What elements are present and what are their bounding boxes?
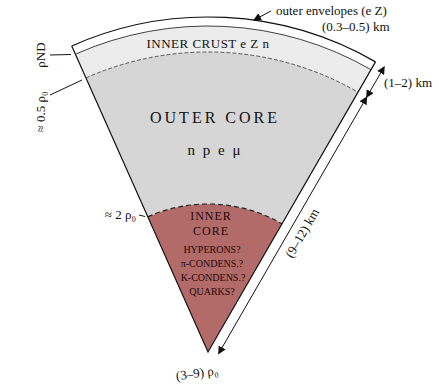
layer-name: OUTER CORE [150, 110, 280, 126]
particle-list-anchor: n p e μ [188, 143, 243, 158]
layer-name-anchor: OUTER CORE [150, 110, 280, 126]
phase-candidate-anchor: QUARKS? [189, 287, 235, 297]
layer-label: outer envelopes (e Z) [276, 4, 387, 17]
particle-list: n p e μ [188, 143, 243, 158]
wedge-edge [72, 46, 376, 352]
leader-arrow [254, 11, 271, 20]
density-label-anchor: ≈ 2 ρ₀ [105, 208, 136, 221]
density-label: ≈ 2 ρ₀ [105, 208, 136, 221]
phase-candidate-anchor: HYPERONS? [183, 245, 240, 255]
band-shape [84, 51, 359, 225]
layer-name: INNER CORE [183, 209, 239, 239]
leader-line [50, 80, 82, 95]
phase-candidate: HYPERONS? [183, 245, 240, 255]
dimension-label-anchor: (0.3–0.5) km [322, 20, 390, 33]
density-label-anchor: ≈ 0.5 ρ₀ [34, 92, 47, 133]
layer-name: INNER CRUST e Z n [146, 37, 269, 50]
dimension-label: (1–2) km [384, 76, 432, 89]
density-label: (3–9) ρ₀ [175, 364, 219, 383]
density-label: ≈ 0.5 ρ₀ [34, 92, 47, 133]
band-fill [86, 52, 358, 224]
layer-label-anchor: outer envelopes (e Z) [276, 4, 387, 17]
dimension-label: (0.3–0.5) km [322, 20, 390, 33]
leader-line [50, 54, 71, 56]
phase-candidate: π-CONDENS.? [181, 259, 244, 269]
leader-line [139, 215, 145, 217]
inner-core-boundary-arc [148, 204, 282, 224]
dimension-line [219, 97, 367, 353]
layer-name-anchor: INNER CORE [183, 209, 239, 239]
density-label-anchor: ρND [34, 42, 47, 67]
density-label: ρND [34, 42, 47, 67]
phase-candidate-anchor: K-CONDENS.? [181, 273, 246, 283]
phase-candidate: QUARKS? [189, 287, 235, 297]
crust-boundary-arc [86, 52, 358, 92]
phase-candidate: K-CONDENS.? [181, 273, 246, 283]
phase-candidate-anchor: π-CONDENS.? [181, 259, 244, 269]
outer-core-band: OUTER CORE n p e μ [84, 51, 359, 225]
dimension-label-anchor: (1–2) km [384, 76, 432, 89]
density-label-anchor: (3–9) ρ₀ [175, 364, 219, 383]
envelope-boundary-arc [75, 26, 371, 70]
dimension-line [367, 67, 385, 97]
layer-name-anchor: INNER CRUST e Z n [146, 37, 269, 50]
